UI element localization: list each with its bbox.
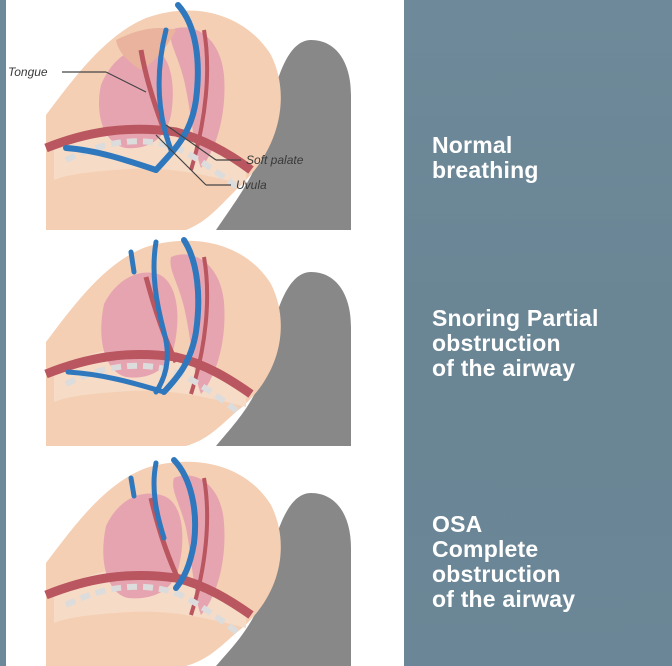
panel-osa <box>6 448 380 666</box>
panel-normal-breathing: Tongue Soft palate Uvula <box>6 0 380 230</box>
caption-line: Snoring Partial <box>432 306 662 331</box>
caption-snoring: Snoring Partial obstruction of the airwa… <box>432 306 662 381</box>
caption-line: of the airway <box>432 587 662 612</box>
head-illustration-snoring <box>6 232 380 446</box>
caption-line: obstruction <box>432 331 662 356</box>
airflow-path-3 <box>131 478 134 496</box>
caption-line: Complete <box>432 537 662 562</box>
label-tongue: Tongue <box>8 65 48 79</box>
label-soft-palate: Soft palate <box>246 153 304 167</box>
label-uvula: Uvula <box>236 178 267 192</box>
head-illustration-osa <box>6 448 380 666</box>
caption-osa: OSA Complete obstruction of the airway <box>432 512 662 612</box>
caption-line: obstruction <box>432 562 662 587</box>
airflow-path-3 <box>131 252 134 272</box>
caption-line: breathing <box>432 158 662 183</box>
caption-line: of the airway <box>432 356 662 381</box>
caption-line: OSA <box>432 512 662 537</box>
panel-snoring <box>6 232 380 446</box>
head-illustration-normal: Tongue Soft palate Uvula <box>6 0 380 230</box>
column-gutter <box>380 0 404 666</box>
caption-normal-breathing: Normal breathing <box>432 133 662 183</box>
caption-line: Normal <box>432 133 662 158</box>
